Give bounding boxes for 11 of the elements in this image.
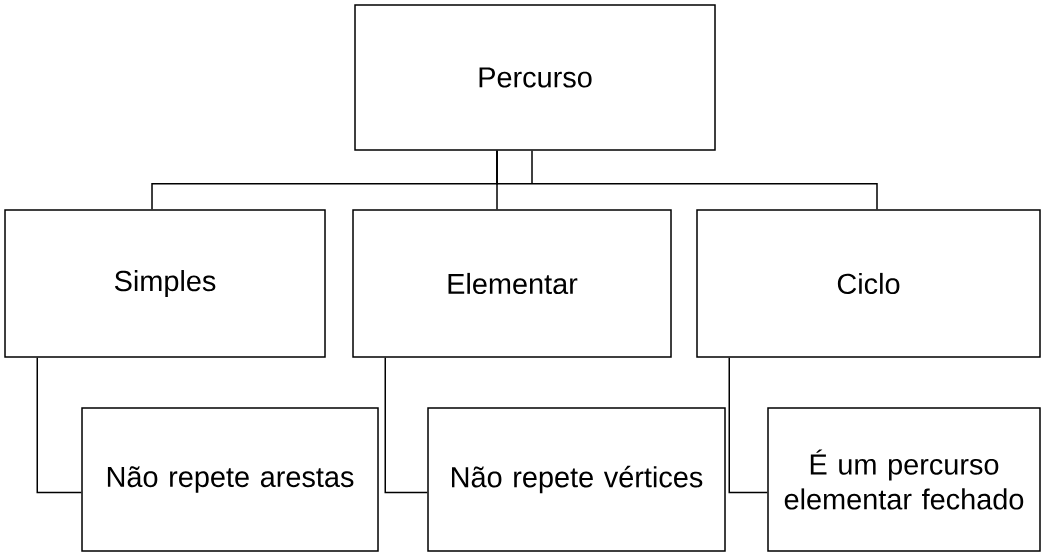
category-box: Não repete arestas	[81, 407, 379, 552]
connector-line	[496, 150, 878, 210]
connector-line	[728, 357, 768, 494]
category-box: É um percurso elementar fechado	[767, 407, 1041, 552]
connector-line	[36, 357, 82, 494]
category-box: Não repete vértices	[427, 407, 726, 552]
category-box: Simples	[4, 209, 326, 358]
connector-line	[384, 357, 428, 494]
root-box: Percurso	[354, 4, 716, 151]
category-box: Elementar	[352, 209, 672, 358]
category-box: Ciclo	[696, 209, 1041, 358]
